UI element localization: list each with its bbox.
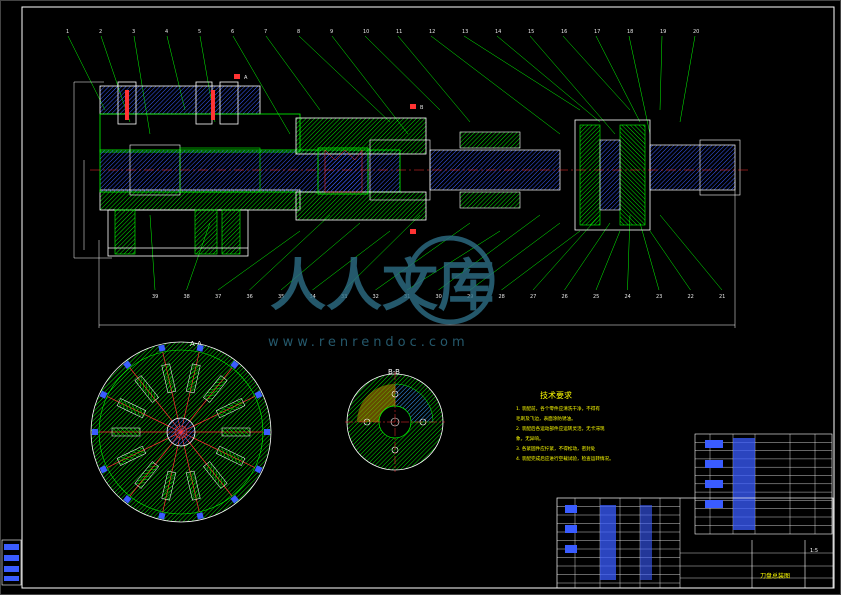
tip-insert [254, 390, 263, 399]
part-label-bottom: 37 [215, 294, 221, 300]
part-label-top: 8 [297, 29, 300, 35]
binding-strip [1, 539, 22, 586]
part-label-bottom: 28 [499, 294, 505, 300]
part-label-top: 17 [594, 29, 600, 35]
cutter-blade [161, 363, 177, 394]
part-label-top: 15 [528, 29, 534, 35]
tech-req-line: 1. 装配前，各个零件应清洗干净，不得有 [516, 405, 600, 412]
part-label-bottom: 27 [530, 294, 536, 300]
cutter-blade [221, 427, 251, 437]
cutter-blade [185, 470, 201, 501]
tech-req-line: 4. 装配完成后应进行空载试验，检查运转情况。 [516, 455, 614, 462]
tech-req-line: 2. 装配后各运动部件应运转灵活，无卡滞现 [516, 425, 605, 432]
tip-insert [158, 344, 166, 352]
part-label-bottom: 30 [436, 294, 442, 300]
tip-insert [99, 465, 108, 474]
technical-requirements: 技术要求 1. 装配前，各个零件应清洗干净，不得有 毛刺及飞边，表面涂防锈油。 2… [516, 390, 614, 462]
part-label-bottom: 39 [152, 294, 158, 300]
base-frame [107, 209, 249, 257]
part-label-bottom: 23 [656, 294, 662, 300]
part-label-top: 11 [396, 29, 402, 35]
cutter-blade [215, 445, 246, 466]
scale: 1:5 [810, 548, 818, 554]
part-label-top: 4 [165, 29, 168, 35]
part-label-top: 7 [264, 29, 267, 35]
part-label-bottom: 32 [373, 294, 379, 300]
section-aa-view: A-A [90, 340, 272, 523]
cutter-blade [116, 445, 147, 466]
housing-top [99, 85, 261, 115]
tip-insert [158, 512, 166, 520]
part-label-top: 5 [198, 29, 201, 35]
cutter-blade [203, 461, 228, 489]
part-label-top: 10 [363, 29, 369, 35]
part-label-bottom: 38 [184, 294, 190, 300]
drawing-name: 刀盘总装图 [760, 572, 790, 580]
part-label-bottom: 35 [278, 294, 284, 300]
part-label-top: 12 [429, 29, 435, 35]
section-bb-label: B-B [388, 368, 400, 376]
part-label-top: 14 [495, 29, 501, 35]
part-label-bottom: 24 [625, 294, 631, 300]
section-marker-b: B [420, 105, 424, 111]
title-block: 刀盘总装图 1:5 [556, 497, 834, 589]
watermark: 人人文库 www.renrendoc.com [268, 235, 495, 350]
tip-insert [92, 429, 98, 435]
part-label-top: 2 [99, 29, 102, 35]
part-label-top: 9 [330, 29, 333, 35]
output-shaft [649, 144, 736, 191]
tech-req-line: 3. 各紧固件应拧紧，不得松动，密封处 [516, 445, 596, 452]
cutter-blade [203, 375, 228, 403]
coupling-housing [295, 117, 427, 155]
part-label-bottom: 34 [310, 294, 316, 300]
part-label-top: 18 [627, 29, 633, 35]
part-label-bottom: 25 [593, 294, 599, 300]
watermark-chinese: 人人文库 [270, 254, 494, 319]
tip-insert [196, 512, 204, 520]
tip-insert [196, 344, 204, 352]
section-bb-view: B-B [345, 368, 445, 472]
tip-insert [99, 390, 108, 399]
part-label-bottom: 33 [341, 294, 347, 300]
cutter-blade [111, 427, 141, 437]
part-label-bottom: 36 [247, 294, 253, 300]
part-label-bottom: 26 [562, 294, 568, 300]
inner-frame [21, 6, 835, 589]
cutter-blade [134, 461, 159, 489]
watermark-url: www.renrendoc.com [268, 335, 469, 350]
part-label-top: 19 [660, 29, 666, 35]
part-label-top: 1 [66, 29, 69, 35]
tech-req-heading: 技术要求 [540, 390, 572, 400]
part-labels-bottom: 39 38 37 36 35 34 33 32 31 30 29 28 27 26 25 24 23 22 21 [149, 214, 725, 300]
parts-list-upper [694, 433, 833, 535]
tip-insert [230, 495, 239, 504]
tip-insert [264, 429, 270, 435]
cutter-blade [134, 375, 159, 403]
part-label-top: 13 [462, 29, 468, 35]
tech-req-line: 象，无异响。 [516, 435, 544, 442]
cutter-blade [116, 398, 147, 419]
part-label-top: 20 [693, 29, 699, 35]
part-label-top: 16 [561, 29, 567, 35]
cutter-blade [185, 363, 201, 394]
tip-insert [123, 360, 132, 369]
part-label-top: 6 [231, 29, 234, 35]
tip-insert [230, 360, 239, 369]
tip-insert [123, 495, 132, 504]
part-label-bottom: 21 [719, 294, 725, 300]
cutter-spokes [92, 344, 270, 520]
part-label-top: 3 [132, 29, 135, 35]
tip-insert [254, 465, 263, 474]
section-marker-a: A [244, 75, 248, 81]
part-label-bottom: 29 [467, 294, 473, 300]
cutter-blade [215, 398, 246, 419]
part-label-bottom: 31 [404, 294, 410, 300]
part-label-bottom: 22 [688, 294, 694, 300]
cutter-blade [161, 470, 177, 501]
tech-req-line: 毛刺及飞边，表面涂防锈油。 [516, 415, 576, 422]
